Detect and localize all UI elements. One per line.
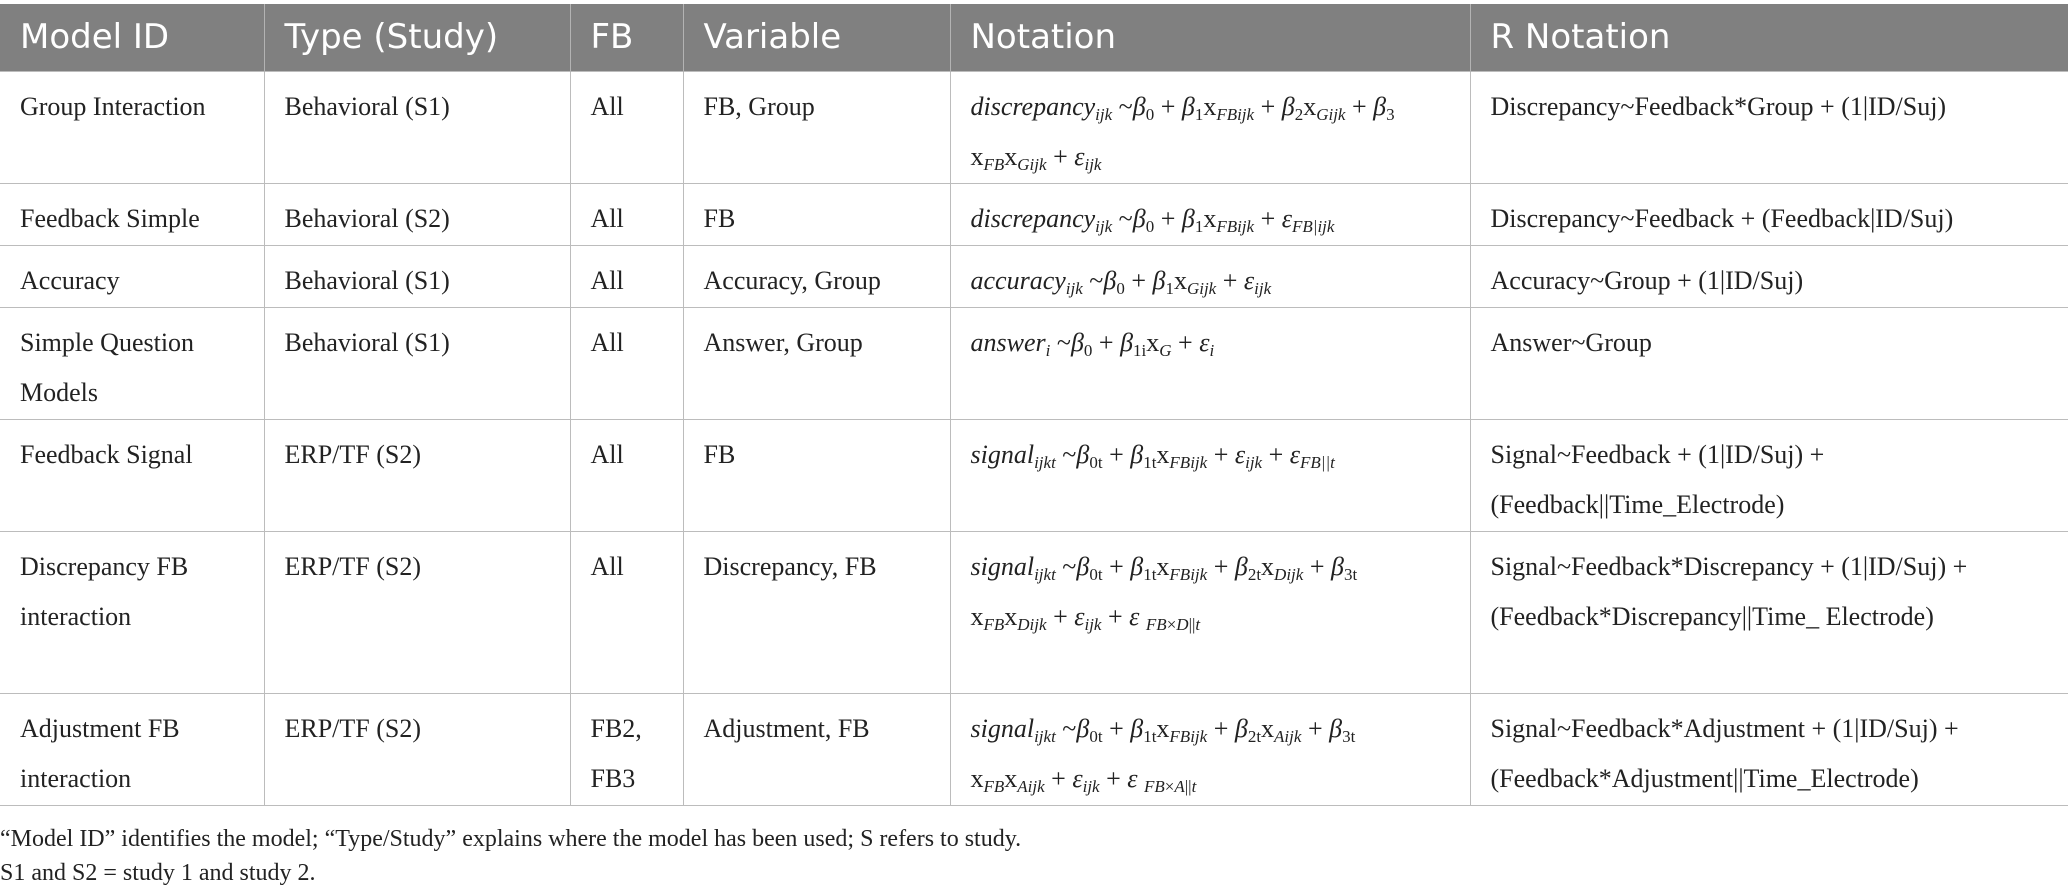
variable-cell: Adjustment, FB: [682, 692, 951, 806]
model-id-cell: Adjustment FB interaction: [0, 692, 265, 806]
fb-cell: All: [569, 418, 684, 532]
table-row: Feedback Signal ERP/TF (S2) All FB signa…: [0, 418, 2068, 532]
r-notation-cell: Discrepancy~Feedback*Group + (1|ID/Suj): [1469, 70, 2068, 184]
model-id-cell: Discrepancy FB interaction: [0, 530, 265, 694]
type-cell: Behavioral (S2): [263, 182, 571, 246]
r-notation-cell: Discrepancy~Feedback + (Feedback|ID/Suj): [1469, 182, 2068, 246]
fb-cell: All: [569, 182, 684, 246]
variable-cell: FB: [682, 182, 951, 246]
type-cell: ERP/TF (S2): [263, 692, 571, 806]
variable-cell: Accuracy, Group: [682, 244, 951, 308]
notation-cell: discrepancyijk ~β0 + β1xFBijk + εFB|ijk: [949, 182, 1471, 246]
models-table: Model ID Type (Study) FB Variable Notati…: [0, 4, 2068, 806]
notation-cell: signalijkt ~β0t + β1txFBijk + εijk + εFB…: [949, 418, 1471, 532]
header-type-study: Type (Study): [264, 4, 571, 71]
type-cell: Behavioral (S1): [263, 70, 571, 184]
header-variable: Variable: [683, 4, 951, 71]
header-model-id: Model ID: [0, 4, 265, 71]
notation-cell: accuracyijk ~β0 + β1xGijk + εijk: [949, 244, 1471, 308]
type-cell: Behavioral (S1): [263, 244, 571, 308]
table-row: Accuracy Behavioral (S1) All Accuracy, G…: [0, 244, 2068, 308]
fb-cell: All: [569, 244, 684, 308]
header-row: Model ID Type (Study) FB Variable Notati…: [0, 4, 2068, 71]
variable-cell: Answer, Group: [682, 306, 951, 420]
notation-cell: answeri ~β0 + β1ixG + εi: [949, 306, 1471, 420]
table-row: Group Interaction Behavioral (S1) All FB…: [0, 70, 2068, 184]
fb-cell: All: [569, 306, 684, 420]
r-notation-cell: Answer~Group: [1469, 306, 2068, 420]
variable-cell: Discrepancy, FB: [682, 530, 951, 694]
variable-cell: FB, Group: [682, 70, 951, 184]
notation-cell: signalijkt ~β0t + β1txFBijk + β2txDijk +…: [949, 530, 1471, 694]
fb-cell: All: [569, 530, 684, 694]
footnote-1: “Model ID” identifies the model; “Type/S…: [0, 826, 1022, 852]
model-id-cell: Accuracy: [0, 244, 265, 308]
type-cell: ERP/TF (S2): [263, 418, 571, 532]
header-fb: FB: [570, 4, 684, 71]
table-row: Simple Question Models Behavioral (S1) A…: [0, 306, 2068, 420]
header-r-notation: R Notation: [1470, 4, 2068, 71]
table-row: Discrepancy FB interaction ERP/TF (S2) A…: [0, 530, 2068, 694]
table-footnotes: “Model ID” identifies the model; “Type/S…: [0, 822, 1021, 890]
header-notation: Notation: [950, 4, 1471, 71]
notation-cell: signalijkt ~β0t + β1txFBijk + β2txAijk +…: [949, 692, 1471, 806]
variable-cell: FB: [682, 418, 951, 532]
table-row: Feedback Simple Behavioral (S2) All FB d…: [0, 182, 2068, 246]
type-cell: ERP/TF (S2): [263, 530, 571, 694]
r-notation-cell: Signal~Feedback*Discrepancy + (1|ID/Suj)…: [1469, 530, 2068, 694]
fb-cell: All: [569, 70, 684, 184]
r-notation-cell: Signal~Feedback + (1|ID/Suj) + (Feedback…: [1469, 418, 2068, 532]
model-id-cell: Simple Question Models: [0, 306, 265, 420]
model-id-cell: Feedback Simple: [0, 182, 265, 246]
notation-cell: discrepancyijk ~β0 + β1xFBijk + β2xGijk …: [949, 70, 1471, 184]
r-notation-cell: Signal~Feedback*Adjustment + (1|ID/Suj) …: [1469, 692, 2068, 806]
table-row: Adjustment FB interaction ERP/TF (S2) FB…: [0, 692, 2068, 806]
r-notation-cell: Accuracy~Group + (1|ID/Suj): [1469, 244, 2068, 308]
model-id-cell: Feedback Signal: [0, 418, 265, 532]
fb-cell: FB2, FB3: [569, 692, 684, 806]
type-cell: Behavioral (S1): [263, 306, 571, 420]
footnote-2: S1 and S2 = study 1 and study 2.: [0, 860, 316, 886]
model-id-cell: Group Interaction: [0, 70, 265, 184]
